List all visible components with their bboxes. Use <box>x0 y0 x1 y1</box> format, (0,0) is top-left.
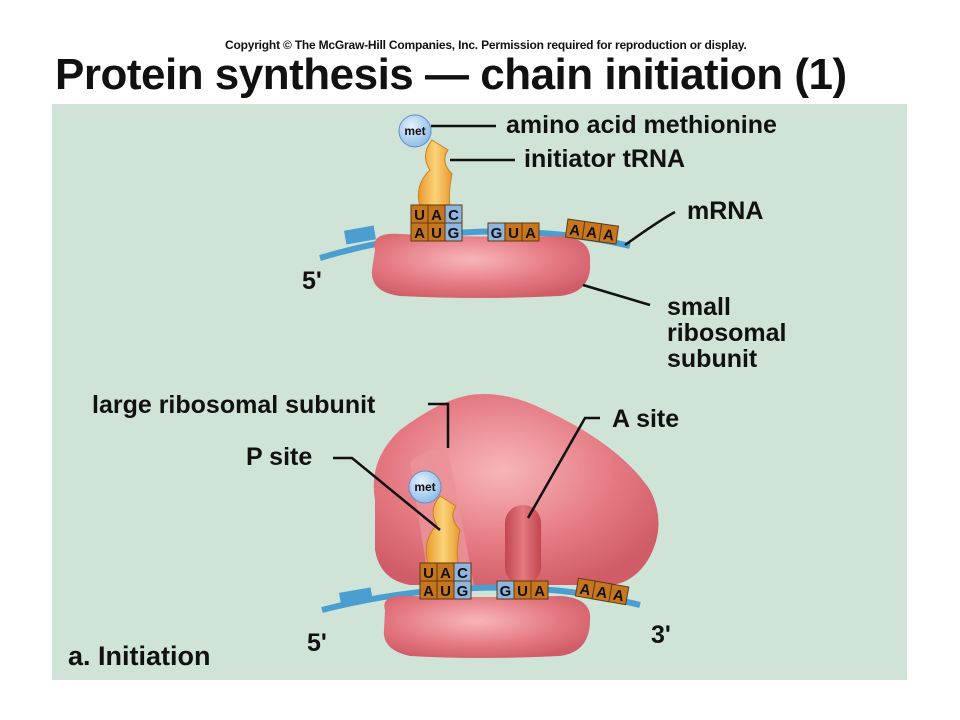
base-u: U <box>423 565 434 582</box>
codon2-block-top: G U A <box>487 222 540 242</box>
base-u: U <box>431 225 442 242</box>
label-5-prime-bottom: 5' <box>307 629 327 657</box>
anticodon-block-bottom: U A C <box>419 562 472 582</box>
base-a: A <box>578 581 592 600</box>
met-text-top: met <box>404 124 425 138</box>
label-small-subunit-1: small <box>667 293 731 321</box>
leader-p-site <box>333 456 441 531</box>
codon2-block-bottom: G U A <box>496 580 549 600</box>
codon-block-bottom: A U G <box>419 580 472 600</box>
base-a: A <box>585 224 598 242</box>
label-a-site: A site <box>612 405 680 433</box>
base-a: A <box>602 226 615 244</box>
base-u: U <box>517 583 528 600</box>
base-c: C <box>448 207 459 224</box>
mrna-cap-bottom <box>339 587 373 607</box>
label-small-subunit-2: ribosomal <box>667 319 787 347</box>
codon3-block-top: A A A <box>564 218 620 245</box>
label-p-site: P site <box>246 443 313 471</box>
leader-mrna <box>624 210 676 247</box>
base-a: A <box>525 225 536 242</box>
small-ribosomal-subunit-top <box>371 233 591 298</box>
panel-caption: a. Initiation <box>68 641 211 671</box>
bottom-assembly: met U A C A U G G U A <box>321 394 659 658</box>
label-mrna: mRNA <box>687 197 764 225</box>
label-initiator-trna: initiator tRNA <box>524 145 686 173</box>
label-small-subunit-3: subunit <box>667 345 758 373</box>
base-a: A <box>612 587 626 606</box>
leader-large-subunit <box>428 402 450 448</box>
base-a: A <box>595 584 609 603</box>
mrna-cap-top <box>344 225 376 245</box>
copyright-notice: Copyright © The McGraw-Hill Companies, I… <box>225 38 747 52</box>
base-g: G <box>491 225 503 242</box>
small-ribosomal-subunit-bottom <box>383 595 591 658</box>
leader-small-subunit <box>582 283 651 307</box>
base-a: A <box>431 207 442 224</box>
trna-bottom <box>425 495 461 564</box>
base-a: A <box>534 583 545 600</box>
label-amino-acid-methionine: amino acid methionine <box>506 111 777 139</box>
label-3-prime-bottom: 3' <box>651 621 671 649</box>
met-bubble-bottom <box>408 470 442 504</box>
base-g: G <box>448 225 460 242</box>
met-bubble-top <box>398 114 432 148</box>
base-g: G <box>500 583 512 600</box>
page-title: Protein synthesis — chain initiation (1) <box>55 50 847 99</box>
codon-block-top: A U G <box>410 222 463 242</box>
base-g: G <box>457 583 469 600</box>
base-a: A <box>568 221 581 239</box>
base-u: U <box>508 225 519 242</box>
trna-top <box>417 139 453 208</box>
top-assembly: met U A C A U G G U A <box>319 114 676 307</box>
a-site-channel <box>505 505 541 585</box>
base-a: A <box>414 225 425 242</box>
leader-a-site <box>526 416 600 519</box>
codon3-block-bottom: A A A <box>574 577 630 606</box>
base-u: U <box>414 207 425 224</box>
anticodon-block-top: U A C <box>410 204 463 224</box>
base-a: A <box>423 583 434 600</box>
base-u: U <box>440 583 451 600</box>
base-c: C <box>457 565 468 582</box>
label-large-ribosomal-subunit: large ribosomal subunit <box>92 391 376 419</box>
base-a: A <box>440 565 451 582</box>
label-5-prime-top: 5' <box>302 267 322 295</box>
met-text-bottom: met <box>414 480 435 494</box>
